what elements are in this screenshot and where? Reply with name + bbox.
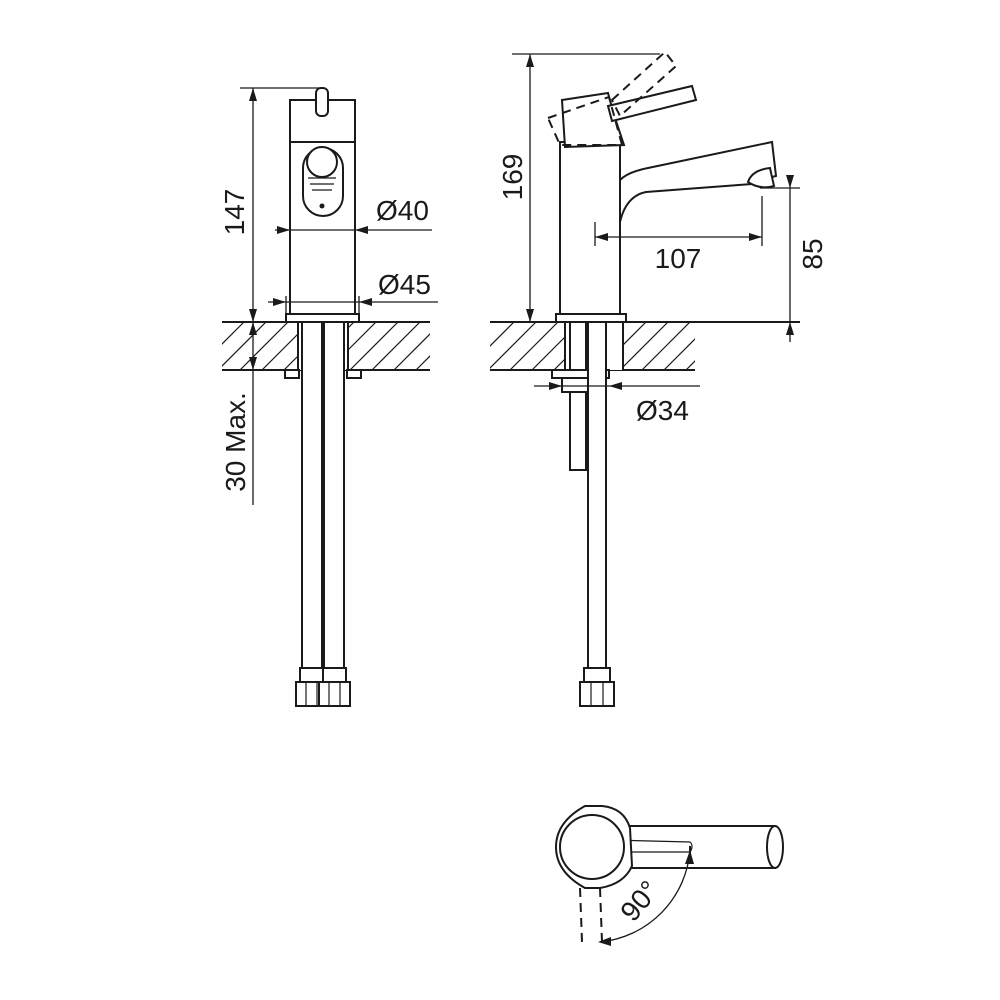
- base-diameter-label: Ø45: [378, 269, 431, 300]
- dim-shank-diameter: Ø34: [534, 382, 700, 426]
- height-front-label: 147: [219, 189, 250, 236]
- spout: [619, 140, 778, 223]
- faucet-body-front: [285, 87, 360, 323]
- top-view: [554, 805, 784, 943]
- supply-hoses-front: [295, 321, 351, 707]
- dim-spout-reach: 107: [594, 196, 763, 274]
- mount-nut-left: [284, 369, 300, 379]
- spout-reach-label: 107: [655, 243, 702, 274]
- dim-height-side: 169: [497, 53, 660, 323]
- dim-spout-height: 85: [760, 175, 828, 342]
- dim-height-front: 147: [219, 87, 320, 323]
- front-view: [222, 87, 430, 707]
- max-thickness-label: 30 Max.: [220, 392, 251, 492]
- height-side-label: 169: [497, 154, 528, 201]
- rotation-angle-label: 90°: [614, 875, 665, 927]
- spout-height-label: 85: [797, 238, 828, 269]
- body-diameter-label: Ø40: [376, 195, 429, 226]
- dim-max-thickness: 30 Max.: [220, 322, 262, 505]
- shank-diameter-label: Ø34: [636, 395, 689, 426]
- dim-base-diameter: Ø45: [268, 269, 438, 314]
- mount-nut-right: [346, 369, 362, 379]
- faucet-body-side: [546, 50, 698, 323]
- shank-and-hose-side: [551, 321, 615, 707]
- side-view: [490, 50, 800, 707]
- countertop-right: [490, 321, 800, 371]
- dim-body-diameter: Ø40: [275, 195, 432, 234]
